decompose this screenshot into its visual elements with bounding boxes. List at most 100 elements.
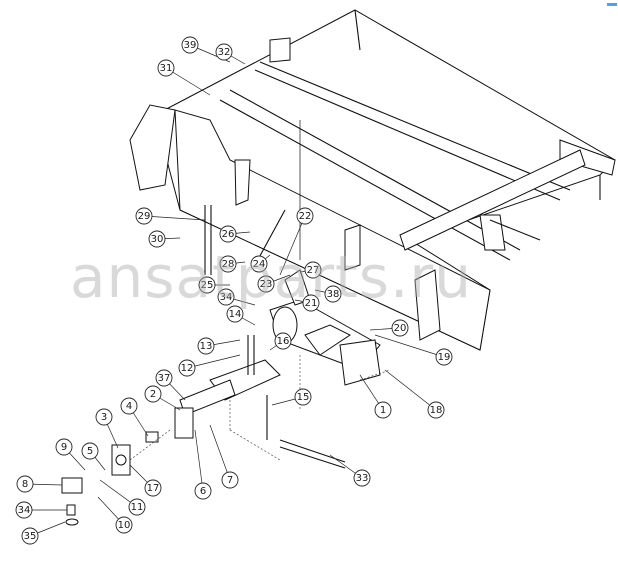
callout-circle — [95, 408, 113, 426]
callout-3: 3 — [95, 408, 119, 449]
callout-38: 38 — [314, 285, 342, 303]
callout-label: 17 — [147, 483, 160, 494]
callout-label: 5 — [87, 446, 93, 457]
callout-25: 25 — [198, 276, 230, 294]
callout-circle — [115, 516, 133, 534]
callout-24: 24 — [250, 254, 271, 273]
callout-label: 37 — [158, 373, 171, 384]
callout-14: 14 — [226, 305, 256, 326]
callout-label: 21 — [305, 298, 318, 309]
callout-circle — [435, 348, 453, 366]
drawbar — [61, 205, 391, 526]
callout-label: 25 — [201, 280, 214, 291]
callout-label: 12 — [181, 363, 194, 374]
callout-17: 17 — [129, 464, 162, 497]
callout-label: 28 — [222, 259, 235, 270]
callout-22: 22 — [279, 207, 314, 276]
leader-line — [279, 215, 306, 276]
callout-circle — [302, 294, 320, 312]
callout-circle — [144, 385, 162, 403]
callout-10: 10 — [97, 496, 133, 534]
callout-32: 32 — [215, 43, 246, 65]
callout-circle — [304, 261, 322, 279]
callout-circle — [15, 501, 33, 519]
callout-13: 13 — [197, 337, 241, 355]
callout-11: 11 — [99, 479, 146, 516]
callout-circle — [257, 275, 275, 293]
callout-circle — [197, 337, 215, 355]
callout-33: 33 — [329, 454, 371, 487]
leader-line — [374, 334, 445, 358]
callout-label: 26 — [222, 229, 235, 240]
callout-circle — [120, 397, 138, 415]
callout-2: 2 — [144, 385, 181, 411]
callout-circle — [274, 332, 292, 350]
callout-circle — [391, 319, 409, 337]
callout-label: 33 — [356, 473, 369, 484]
callout-34: 34 — [217, 288, 256, 306]
callout-9: 9 — [55, 438, 86, 471]
callout-18: 18 — [384, 369, 445, 419]
callout-35: 35 — [21, 521, 66, 545]
callout-label: 11 — [131, 502, 144, 513]
corner-mark — [607, 3, 617, 6]
callout-circle — [219, 225, 237, 243]
callout-circle — [21, 527, 39, 545]
callout-label: 39 — [184, 40, 197, 51]
callout-39: 39 — [181, 36, 231, 63]
callout-circle — [16, 475, 34, 493]
leader-line — [186, 354, 241, 369]
callout-7: 7 — [209, 424, 239, 489]
callout-label: 24 — [253, 259, 266, 270]
callout-circle — [226, 305, 244, 323]
callout-label: 9 — [61, 442, 67, 453]
callout-37: 37 — [155, 369, 186, 401]
callout-circle — [374, 401, 392, 419]
frame-assembly — [129, 9, 616, 351]
callout-circle — [427, 401, 445, 419]
callout-circle — [215, 43, 233, 61]
callout-label: 31 — [160, 63, 173, 74]
callout-6: 6 — [194, 429, 212, 500]
callout-label: 32 — [218, 47, 231, 58]
callout-label: 10 — [118, 520, 131, 531]
callout-26: 26 — [219, 225, 251, 243]
leader-line — [165, 67, 211, 96]
callout-label: 22 — [299, 211, 312, 222]
callout-circle — [353, 469, 371, 487]
callout-21: 21 — [294, 294, 320, 312]
callout-label: 1 — [380, 405, 386, 416]
callout-label: 16 — [277, 336, 290, 347]
callout-circle — [178, 359, 196, 377]
callout-label: 18 — [430, 405, 443, 416]
callout-circle — [219, 255, 237, 273]
callout-label: 2 — [150, 389, 156, 400]
callout-label: 20 — [394, 323, 407, 334]
callout-label: 15 — [297, 392, 310, 403]
callout-label: 30 — [151, 234, 164, 245]
callout-label: 34 — [18, 505, 31, 516]
leader-line — [143, 215, 206, 221]
callout-15: 15 — [271, 388, 312, 406]
callout-29: 29 — [135, 207, 206, 225]
callout-label: 27 — [307, 265, 320, 276]
callout-circle — [198, 276, 216, 294]
callout-28: 28 — [219, 255, 246, 273]
callout-circle — [81, 442, 99, 460]
callout-circle — [250, 255, 268, 273]
callout-circle — [294, 388, 312, 406]
callout-8: 8 — [16, 475, 63, 493]
callout-label: 14 — [229, 309, 242, 320]
leader-line — [194, 429, 204, 492]
callout-20: 20 — [369, 319, 409, 337]
callout-label: 13 — [200, 341, 213, 352]
callout-circle — [181, 36, 199, 54]
callout-circle — [128, 498, 146, 516]
callout-label: 7 — [227, 475, 233, 486]
callout-5: 5 — [81, 442, 106, 471]
leader-line — [384, 369, 437, 411]
callout-31: 31 — [157, 59, 211, 96]
callout-circle — [55, 438, 73, 456]
